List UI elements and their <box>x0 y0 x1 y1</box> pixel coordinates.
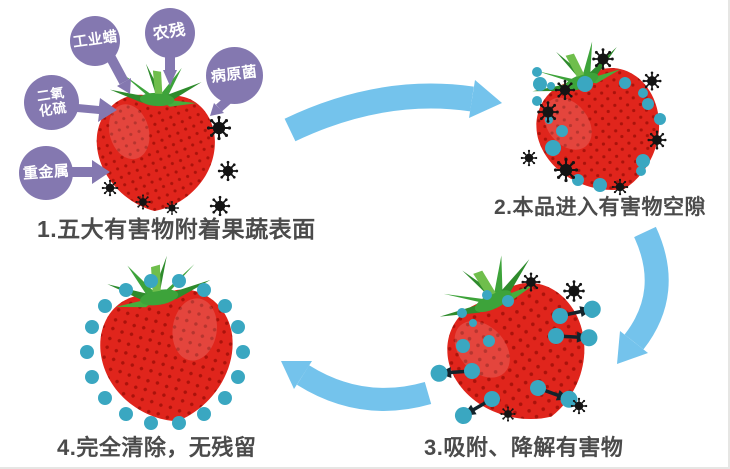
step4-caption: 4.完全清除，无残留 <box>57 435 257 460</box>
arrow-step3-to-step4 <box>281 361 432 411</box>
strawberry-step4 <box>85 247 246 433</box>
arrow-step1-to-step2 <box>284 80 502 142</box>
hazard-badge-heavy-metal: 重金属 <box>19 146 73 200</box>
hazard-badge-label: 农残 <box>152 21 188 44</box>
particle-dots-step2 <box>532 67 666 192</box>
hazard-badge-label: 重金属 <box>22 162 70 183</box>
step3-caption: 3.吸附、降解有害物 <box>424 435 624 460</box>
step2-caption: 2.本品进入有害物空隙 <box>494 196 707 219</box>
hazard-badge-industrial-wax: 工业蜡 <box>70 16 120 66</box>
particle-dot-ring-step4 <box>80 274 250 430</box>
step4-illustration <box>80 247 250 433</box>
hazard-badge-label: 工业蜡 <box>71 29 119 52</box>
step1-caption: 1.五大有害物附着果蔬表面 <box>37 216 316 242</box>
hazard-badge-sulfur-dioxide: 二氧化硫 <box>24 75 79 130</box>
hazard-badge-pesticide-residue: 农残 <box>145 8 195 58</box>
badge-pointer-tails <box>71 53 231 184</box>
hazard-badge-pathogen: 病原菌 <box>206 47 263 104</box>
step2-illustration <box>512 26 680 211</box>
hazard-badge-label: 二氧化硫 <box>35 84 68 119</box>
arrow-step2-to-step3 <box>617 226 669 364</box>
step3-illustration <box>414 234 611 447</box>
step1-illustration <box>71 53 240 218</box>
hazard-badge-label: 病原菌 <box>210 63 259 87</box>
